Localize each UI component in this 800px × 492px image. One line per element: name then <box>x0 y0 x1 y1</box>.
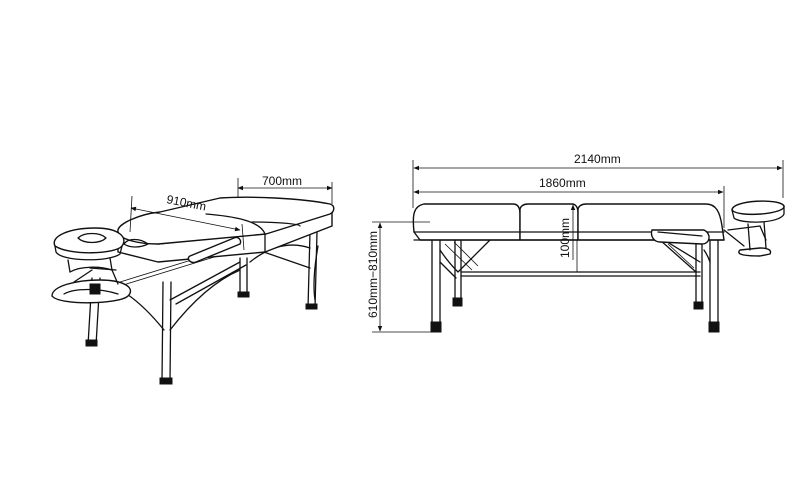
perspective-face-rest <box>51 227 132 304</box>
dim-height: 610mm−810mm <box>366 221 438 333</box>
perspective-legs <box>85 231 319 385</box>
side-face-rest <box>723 200 785 257</box>
side-legs <box>430 239 720 333</box>
perspective-table-top <box>117 196 335 264</box>
perspective-view: 910mm 700mm <box>51 174 335 385</box>
dim-2140-label: 2140mm <box>574 152 621 166</box>
dim-700-label: 700mm <box>262 174 302 188</box>
side-view: 2140mm 1860mm 610mm−810mm 100mm <box>366 152 785 333</box>
dim-700: 700mm <box>237 174 333 204</box>
dim-thickness: 100mm <box>558 204 576 260</box>
dim-2140: 2140mm <box>412 152 784 208</box>
dim-1860-label: 1860mm <box>539 176 586 190</box>
side-table-top <box>412 203 725 245</box>
dim-1860: 1860mm <box>413 176 725 228</box>
dim-thickness-label: 100mm <box>558 218 572 258</box>
dim-height-label: 610mm−810mm <box>366 231 380 318</box>
